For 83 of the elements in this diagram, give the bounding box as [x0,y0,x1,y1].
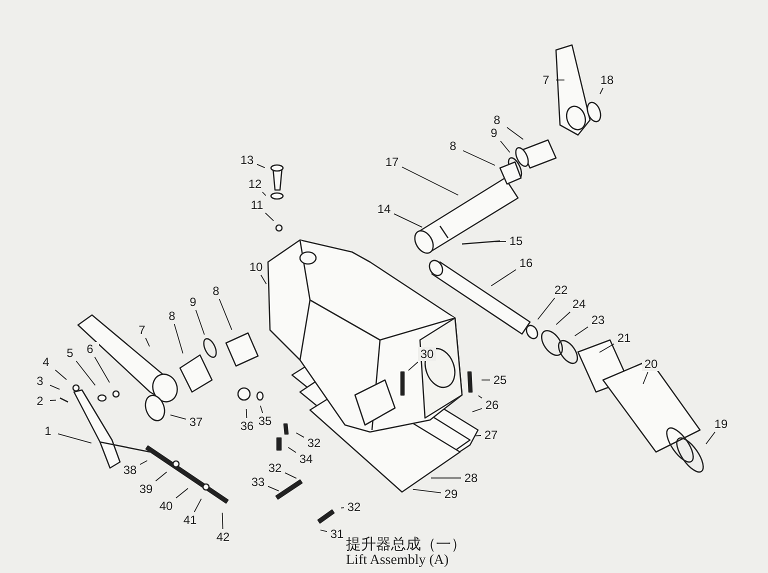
leader-line [599,343,614,353]
leader-line [170,414,186,420]
callout-number: 40 [157,499,175,513]
callout-number: 22 [552,283,570,297]
leader-line [268,486,280,492]
callout-number: 32 [266,461,284,475]
callout-number: 35 [256,414,274,428]
callout-number: 41 [181,513,199,527]
leader-line [260,405,264,414]
callout-number: 42 [214,530,232,544]
leader-line [246,408,248,418]
leader-line [218,298,232,330]
callout-number: 26 [483,398,501,412]
leader-line [642,372,648,384]
leader-line [478,395,482,399]
leader-line [340,507,344,508]
leader-line [176,488,188,498]
leader-line [174,324,184,354]
callout-number: 37 [187,415,205,429]
leader-line [506,126,524,140]
leader-line [706,432,716,444]
callout-number: 32 [345,500,363,514]
leader-line [145,338,150,347]
leader-line [462,150,496,166]
leader-line [195,310,205,336]
callout-number: 32 [305,436,323,450]
leader-line [408,362,418,371]
callout-number: 16 [517,256,535,270]
callout-number: 34 [297,452,315,466]
callout-number: 20 [642,357,660,371]
leader-line [574,326,588,336]
callout-number: 36 [238,419,256,433]
leader-line [296,432,304,438]
leader-line [262,192,266,196]
leader-line [537,298,556,320]
leader-line [472,408,482,412]
leader-line [260,274,267,284]
leader-line [500,140,510,153]
leader-line [284,472,297,479]
leader-line [140,460,148,465]
leader-line [556,312,571,326]
leader-line [50,384,60,390]
leader-line [600,88,604,94]
callout-number: 23 [589,313,607,327]
leader-line [222,512,224,530]
leader-line [475,435,482,436]
callout-number: 17 [383,155,401,169]
leader-line [50,400,56,401]
leader-line [58,433,92,444]
callout-number: 14 [375,202,393,216]
callout-number: 19 [712,417,730,431]
leader-line [94,356,110,383]
leader-line [76,360,96,386]
callout-number: 39 [137,482,155,496]
callout-number: 33 [249,475,267,489]
diagram-title: 提升器总成（一） [346,536,466,554]
callout-number: 30 [418,347,436,361]
leader-line [54,370,67,380]
leader-line [494,240,506,242]
leader-line [412,488,442,494]
leader-line [394,213,423,228]
callout-number: 15 [507,234,525,248]
leader-line [288,446,296,453]
callout-number: 28 [462,471,480,485]
callout-number: 25 [491,373,509,387]
callout-number: 31 [328,527,346,541]
leader-line [320,530,328,532]
leader-line [256,164,266,168]
leader-line [194,498,202,512]
callout-number: 24 [570,297,588,311]
callout-number: 12 [246,177,264,191]
callout-number: 29 [442,487,460,501]
callout-number: 13 [238,153,256,167]
callout-number: 27 [482,428,500,442]
callout-number: 18 [598,73,616,87]
leader-line [264,212,274,222]
leader-line [155,472,168,482]
diagram-caption: Lift Assembly (A) [346,553,449,569]
callout-number: 21 [615,331,633,345]
leader-line [402,166,459,196]
callout-number: 38 [121,463,139,477]
leader-line [490,269,516,286]
callout-number: 10 [247,260,265,274]
